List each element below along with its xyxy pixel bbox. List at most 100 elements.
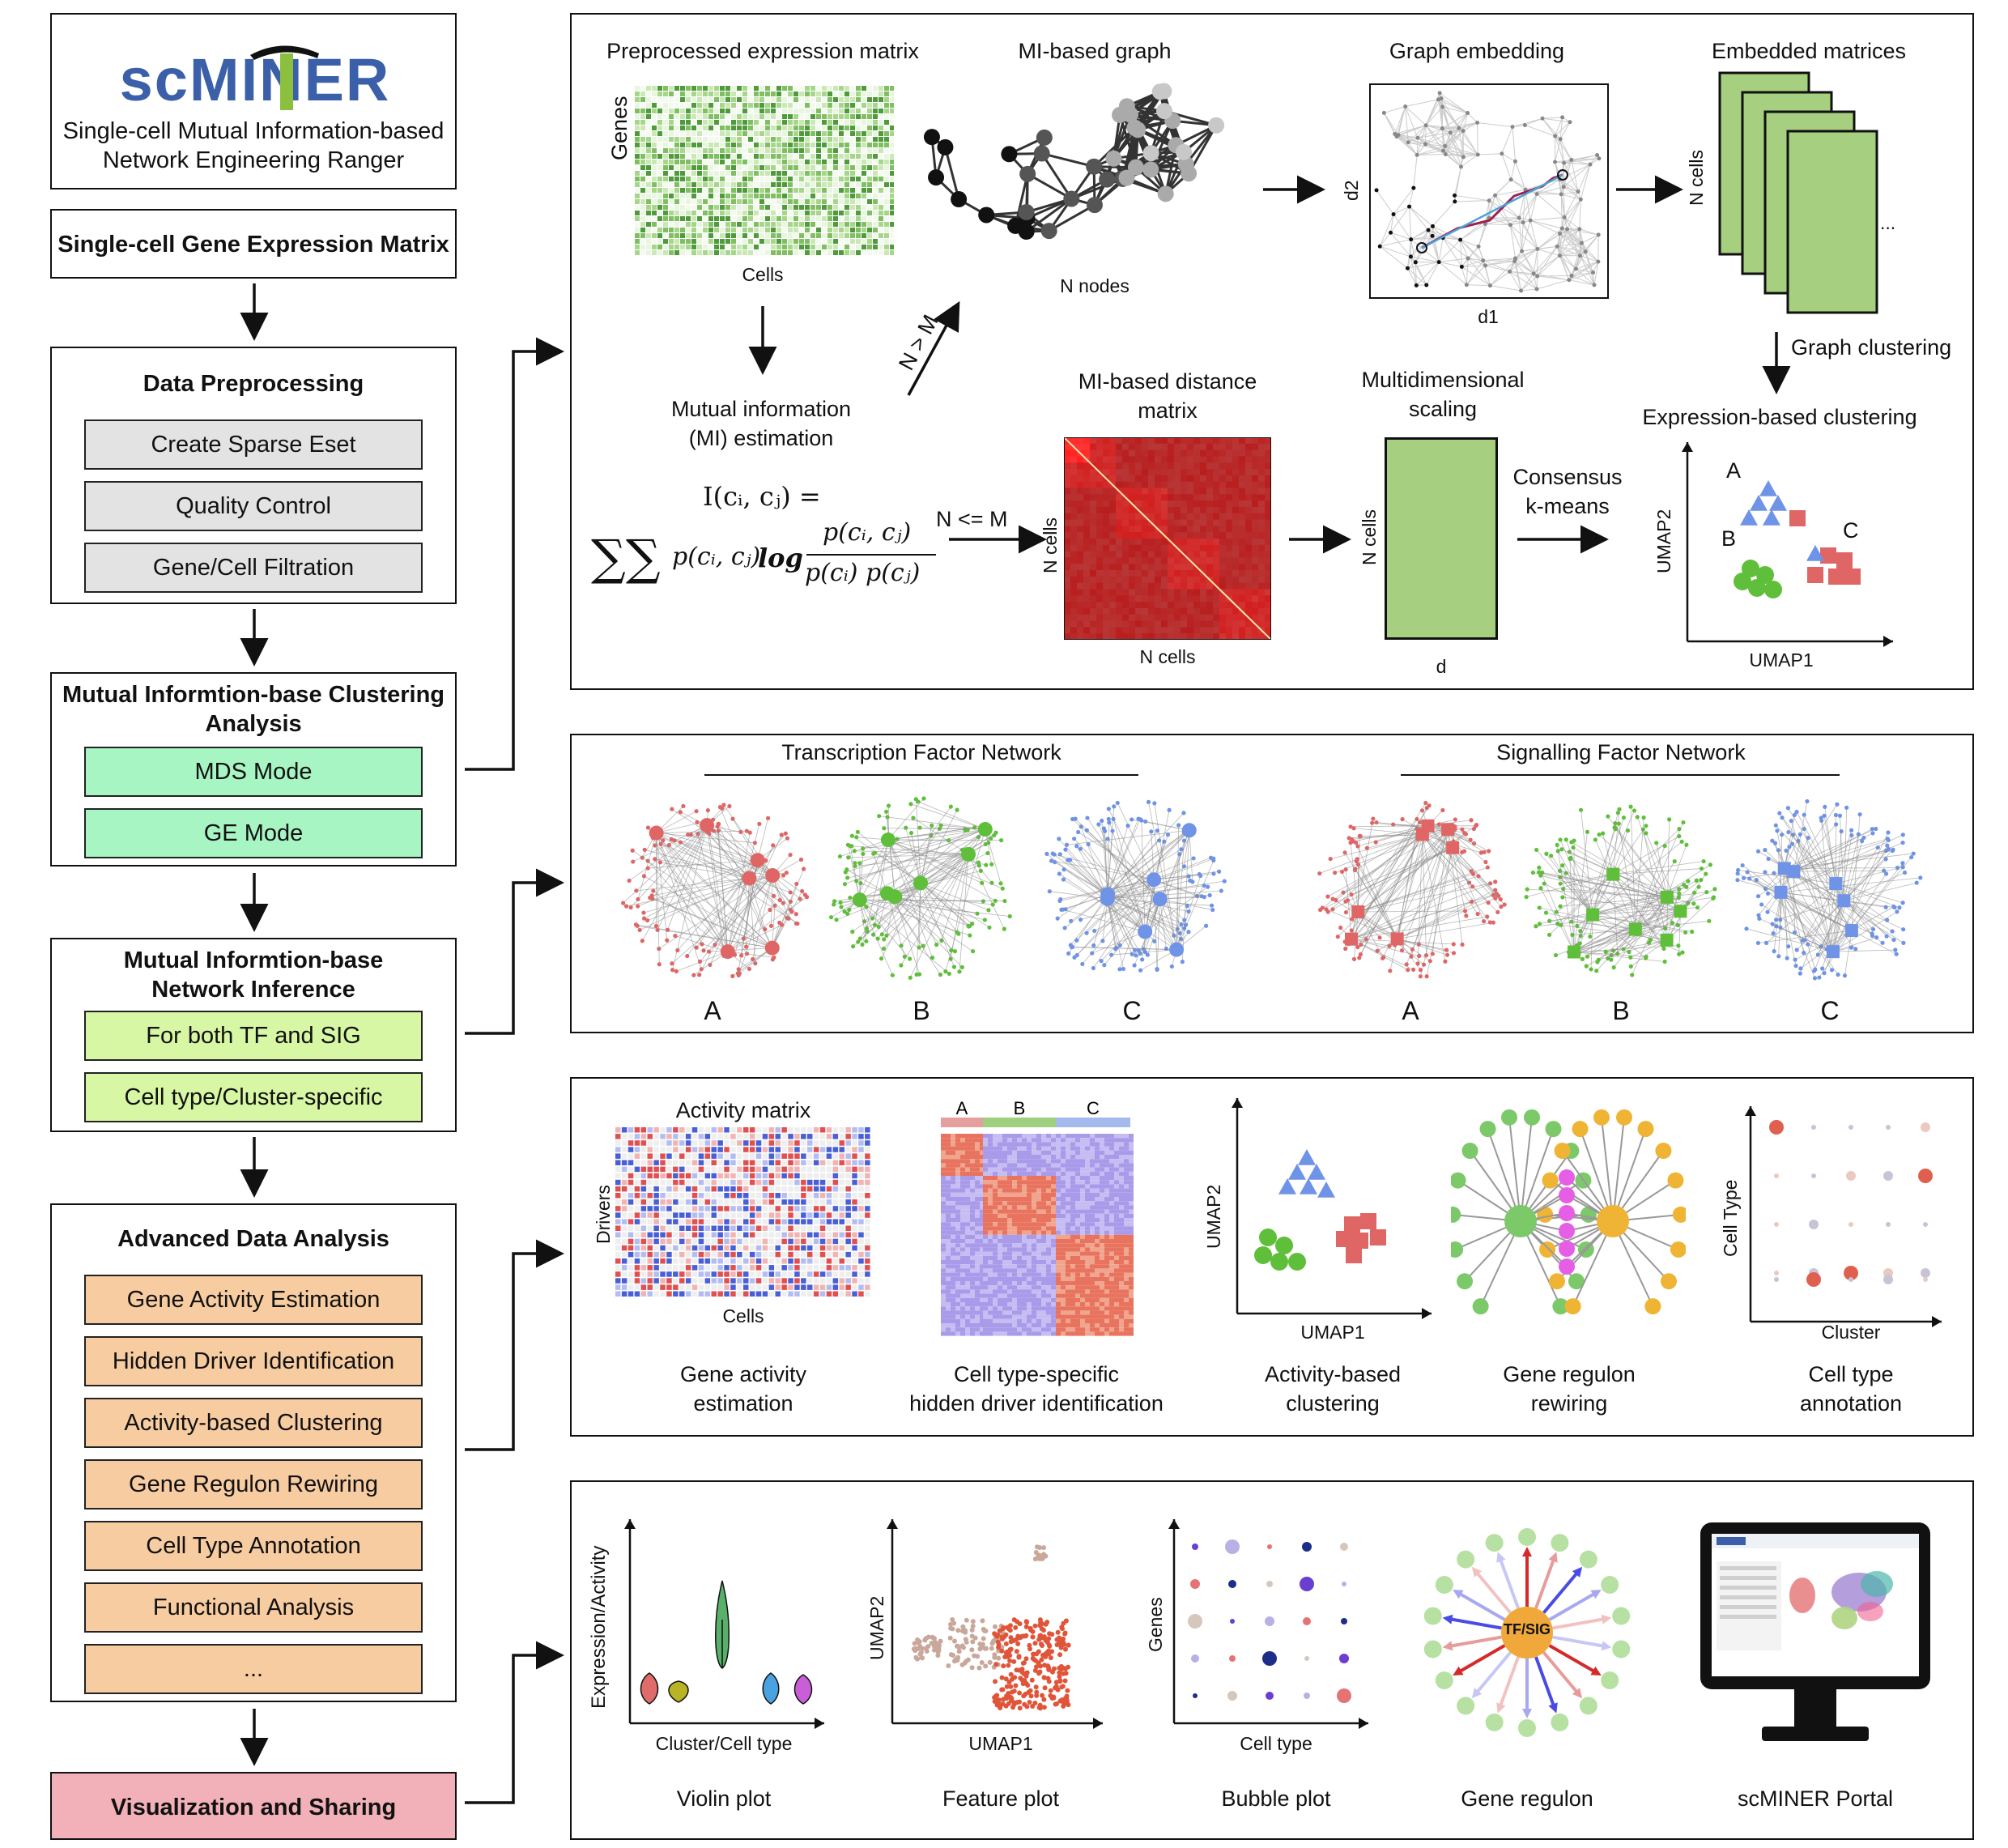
formula-fraction-bar [806,554,936,556]
formula-sum: ∑∑ [591,530,661,586]
mi-estimation-2: (MI) estimation [688,426,834,450]
feature-plot [887,1519,1103,1729]
input-matrix-box: Single-cell Gene Expression Matrix [50,209,457,279]
expr-ylabel: Genes [607,96,632,160]
tf-label-b: B [913,996,930,1025]
sig-underline [1401,774,1840,776]
advanced-title: Advanced Data Analysis [117,1226,389,1252]
activity-caption-2: estimation [693,1391,793,1416]
activity-clustering-plot [1232,1098,1432,1319]
clustering-title-1: Mutual Informtion-base Clustering [62,682,445,708]
network-title-2: Network Inference [151,977,355,1003]
cluster-label-c: C [1843,518,1859,543]
step-functional-analysis: Functional Analysis [84,1582,423,1633]
panel-networks: Transcription Factor Network Signalling … [570,734,1974,1033]
feature-ylabel: UMAP2 [866,1595,887,1660]
network-box: Mutual Informtion-base Network Inference… [50,938,457,1132]
bubble-ylabel: Genes [1145,1597,1166,1652]
distance-ylabel: N cells [1040,517,1061,573]
consensus-1: Consensus [1512,465,1623,489]
network-title-1: Mutual Informtion-base [123,947,384,973]
activity-title: Activity matrix [675,1098,811,1122]
feature-caption: Feature plot [942,1786,1060,1811]
feature-xlabel: UMAP1 [968,1733,1033,1754]
violin-caption: Violin plot [676,1786,772,1811]
expr-clust-xlabel: UMAP1 [1749,649,1814,671]
clustering-title-2: Analysis [205,711,302,737]
mds-matrix [1385,437,1498,640]
cluster-label-a: A [1726,458,1742,483]
embedding-title: Graph embedding [1389,39,1565,63]
act-clust-caption-2: clustering [1286,1391,1380,1416]
bubble-xlabel: Cell type [1240,1733,1312,1754]
expr-clustering-plot [1682,442,1893,647]
annotation-bubble-plot [1745,1106,1942,1327]
connector-clustering [465,337,564,771]
formula-numerator: p(cᵢ, cⱼ) [823,518,912,547]
embedded-ellipsis: ... [1880,212,1896,233]
panel-advanced: Activity matrix Drivers Cells Gene activ… [570,1077,1974,1437]
activity-caption-1: Gene activity [679,1362,807,1386]
panel-clustering: Preprocessed expression matrix Genes Cel… [570,13,1974,690]
gene-regulon-plot [1423,1528,1631,1737]
annot-ylabel: Cell Type [1720,1179,1741,1257]
tf-label-c: C [1122,996,1142,1025]
logo-subtitle-2: Network Engineering Ranger [102,147,405,173]
tf-underline [704,774,1138,776]
annot-caption-1: Cell type [1808,1362,1894,1386]
bubble-plot [1168,1519,1368,1729]
embedded-title: Embedded matrices [1711,39,1907,63]
tf-label-a: A [704,996,721,1025]
arrow-label-n-gt-m: N > M [894,310,943,375]
embedding-ylabel: d2 [1341,180,1362,201]
logo-subtitle-1: Single-cell Mutual Information-based [62,118,445,144]
step-cell-type-annotation: Cell Type Annotation [84,1521,423,1571]
option-tf-sig: For both TF and SIG [84,1011,423,1061]
pickaxe-handle-icon [280,53,293,110]
embedded-matrix-4 [1786,130,1878,314]
option-cell-type: Cell type/Cluster-specific [84,1072,423,1122]
graph-clustering-label: Graph clustering [1791,335,1952,360]
formula-p-joint: p(cᵢ, cⱼ) [672,543,761,571]
violin-plot [624,1519,824,1729]
activity-xlabel: Cells [722,1305,764,1326]
sig-label-a: A [1402,996,1419,1025]
step-quality-control: Quality Control [84,481,423,531]
graph-embedding-plot [1369,83,1609,299]
mds-title-2: scaling [1408,397,1478,421]
act-clust-xlabel: UMAP1 [1300,1322,1365,1343]
expr-clust-title: Expression-based clustering [1642,405,1917,429]
sig-label-c: C [1820,996,1840,1025]
mi-estimation-1: Mutual information [670,397,852,421]
bubble-caption: Bubble plot [1221,1786,1331,1811]
act-clust-ylabel: UMAP2 [1203,1184,1224,1249]
expr-clust-ylabel: UMAP2 [1653,509,1674,573]
sig-label-b: B [1612,996,1630,1025]
connector-advanced [465,1239,564,1451]
cluster-label-b: B [1721,526,1737,551]
activity-ylabel: Drivers [593,1185,614,1244]
consensus-2: k-means [1525,494,1610,518]
step-create-sparse-eset: Create Sparse Eset [84,419,423,470]
rewire-caption-1: Gene regulon [1503,1362,1636,1386]
distance-matrix [1064,437,1271,640]
mode-ge: GE Mode [84,808,423,858]
distance-title-1: MI-based distance [1078,369,1257,394]
panel-visualization: Expression/Activity Cluster/Cell type Vi… [570,1480,1974,1840]
formula-log: log [758,543,803,573]
preprocessing-title: Data Preprocessing [143,371,364,397]
tf-network-title: Transcription Factor Network [781,740,1061,764]
connector-visualization [465,1641,564,1804]
arrow-label-n-le-m: N <= M [936,507,1008,531]
expression-matrix [635,86,894,255]
clustering-box: Mutual Informtion-base Clustering Analys… [50,672,457,867]
mode-mds: MDS Mode [84,747,423,797]
regulon-caption: Gene regulon [1461,1786,1593,1811]
step-gene-activity: Gene Activity Estimation [84,1275,423,1325]
expr-xlabel: Cells [742,264,784,285]
preprocessed-title: Preprocessed expression matrix [606,39,919,63]
activity-matrix [615,1127,870,1297]
formula-denominator: p(cᵢ) p(cⱼ) [805,559,921,587]
portal-caption: scMINER Portal [1737,1786,1894,1811]
